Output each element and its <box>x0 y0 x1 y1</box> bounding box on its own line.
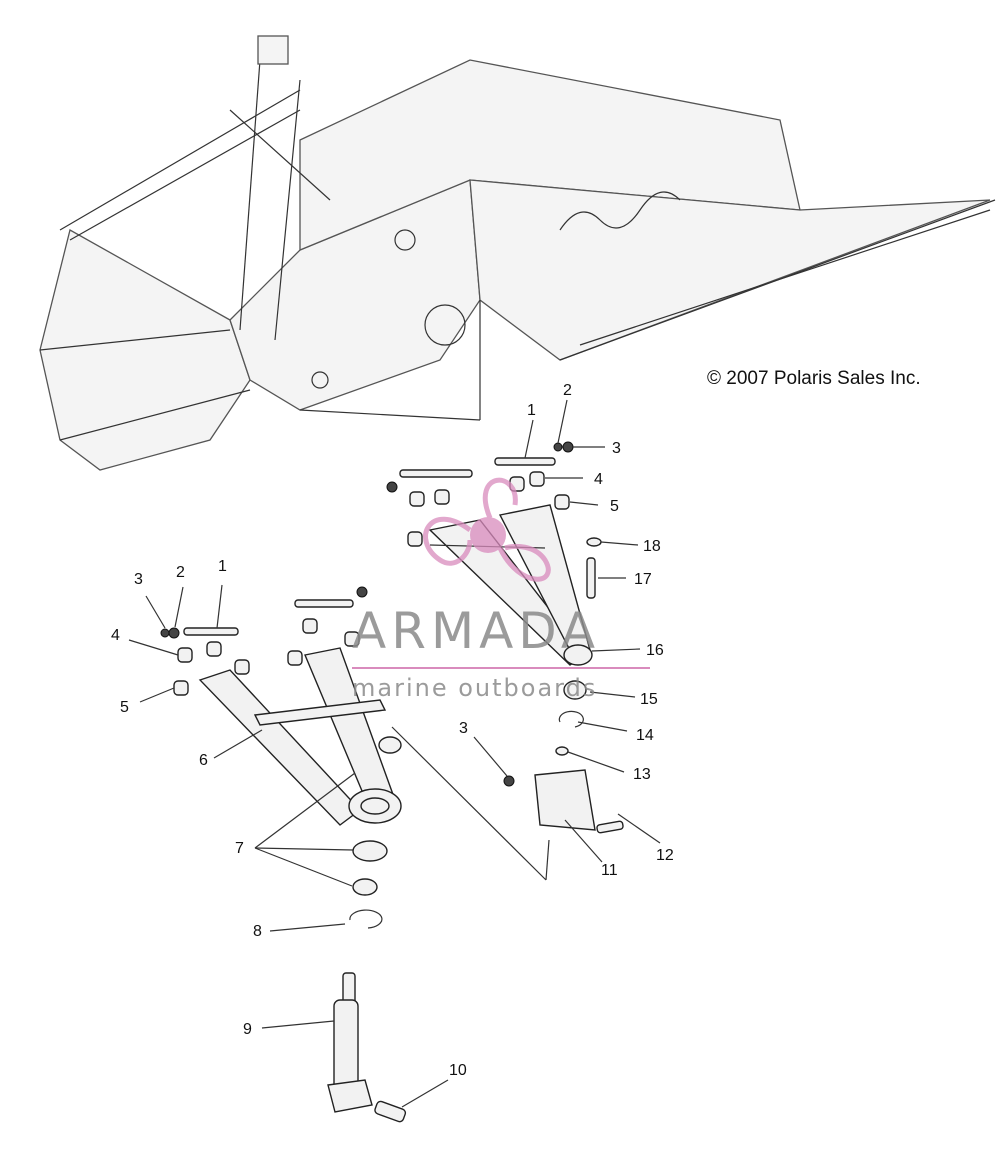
callout-10: 10 <box>449 1062 467 1079</box>
callout-5-lower: 5 <box>120 699 129 716</box>
callout-2-lower: 2 <box>176 564 185 581</box>
callout-11: 11 <box>601 862 618 879</box>
chassis-frame <box>39 35 996 471</box>
callout-17: 17 <box>634 571 652 588</box>
callout-5-upper: 5 <box>610 498 619 515</box>
callout-labels: 1 2 3 4 5 1 2 3 4 5 6 7 8 9 10 11 12 13 … <box>111 382 674 1079</box>
leader-lines <box>128 399 661 1108</box>
copyright-notice: © 2007 Polaris Sales Inc. <box>707 368 921 389</box>
watermark-tagline: marine outboards <box>352 674 598 702</box>
upper-a-arm-assembly <box>386 441 624 834</box>
callout-18: 18 <box>643 538 661 555</box>
callout-7: 7 <box>235 840 244 857</box>
callout-16: 16 <box>646 642 664 659</box>
callout-6: 6 <box>199 752 208 769</box>
callout-3-upper: 3 <box>612 440 621 457</box>
callout-3-knuckle: 3 <box>459 720 468 737</box>
callout-12: 12 <box>656 847 674 864</box>
callout-3-lower: 3 <box>134 571 143 588</box>
spindle-assembly <box>327 972 407 1123</box>
callout-2-upper: 2 <box>563 382 572 399</box>
callout-8: 8 <box>253 923 262 940</box>
callout-1-lower: 1 <box>218 558 227 575</box>
lower-a-arm-assembly <box>160 586 402 929</box>
watermark-brand-name: ARMADA <box>352 602 601 660</box>
callout-9: 9 <box>243 1021 252 1038</box>
callout-1-upper: 1 <box>527 402 536 419</box>
watermark-propeller-logo <box>423 477 551 582</box>
callout-14: 14 <box>636 727 654 744</box>
callout-4-lower: 4 <box>111 627 120 644</box>
callout-13: 13 <box>633 766 651 783</box>
callout-4-upper: 4 <box>594 471 603 488</box>
watermark-divider <box>352 667 650 669</box>
callout-15: 15 <box>640 691 658 708</box>
